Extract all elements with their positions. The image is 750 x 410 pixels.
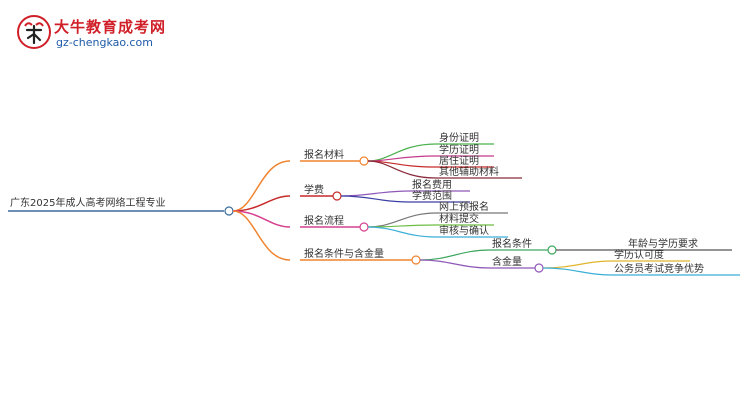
branch-node-tuition[interactable]	[332, 191, 342, 201]
edge-cv-1	[419, 259, 491, 269]
edge-root-b3	[232, 210, 291, 261]
branch-node-process[interactable]	[359, 222, 369, 232]
leaf-education-proof: 学历证明	[439, 143, 479, 156]
leaf-online-preregistration: 网上预报名	[439, 200, 489, 213]
logo-url: gz-chengkao.com	[56, 36, 153, 49]
branch-label-conditions-value: 报名条件与含金量	[304, 247, 384, 260]
leaf-id-proof: 身份证明	[439, 131, 479, 144]
branch-label-materials: 报名材料	[304, 148, 344, 161]
edge-materials-1	[367, 155, 437, 162]
branch-label-tuition: 学费	[304, 183, 324, 196]
leaf-civil-service-advantage: 公务员考试竞争优势	[614, 262, 704, 275]
leaf-residence-proof: 居住证明	[439, 154, 479, 167]
site-logo[interactable]: 大牛教育成考网 gz-chengkao.com	[16, 14, 176, 60]
edge-materials-3	[367, 160, 437, 179]
bull-logo-icon	[17, 15, 51, 49]
branch-node-conditions-value[interactable]	[411, 255, 421, 265]
leaf-registration-fee: 报名费用	[412, 178, 452, 191]
leaf-other-materials: 其他辅助材料	[439, 165, 499, 178]
sub-node-conditions[interactable]	[547, 245, 557, 255]
sub-label-value: 含金量	[492, 255, 522, 268]
leaf-review-confirm: 审核与确认	[439, 224, 489, 237]
sub-node-value[interactable]	[534, 263, 544, 273]
edge-cv-0	[419, 249, 491, 261]
logo-title: 大牛教育成考网	[54, 18, 167, 36]
leaf-age-education-requirement: 年龄与学历要求	[628, 237, 698, 250]
leaf-material-submission: 材料提交	[439, 212, 479, 225]
edge-root-b1	[232, 195, 291, 212]
root-node-label: 广东2025年成人高考网络工程专业	[10, 196, 165, 209]
sub-label-conditions: 报名条件	[492, 237, 532, 250]
root-node[interactable]	[224, 206, 234, 216]
leaf-degree-recognition: 学历认可度	[614, 248, 664, 261]
edge-value-0	[542, 260, 613, 269]
edge-value-1	[542, 267, 613, 276]
edge-root-b0	[232, 160, 291, 212]
edge-root-b2	[232, 210, 291, 228]
leaf-tuition-range: 学费范围	[412, 189, 452, 202]
branch-node-materials[interactable]	[359, 156, 369, 166]
branch-label-process: 报名流程	[304, 214, 344, 227]
edge-tuition-1	[340, 195, 411, 203]
edge-process-2	[367, 226, 437, 238]
edge-tuition-0	[340, 190, 411, 197]
